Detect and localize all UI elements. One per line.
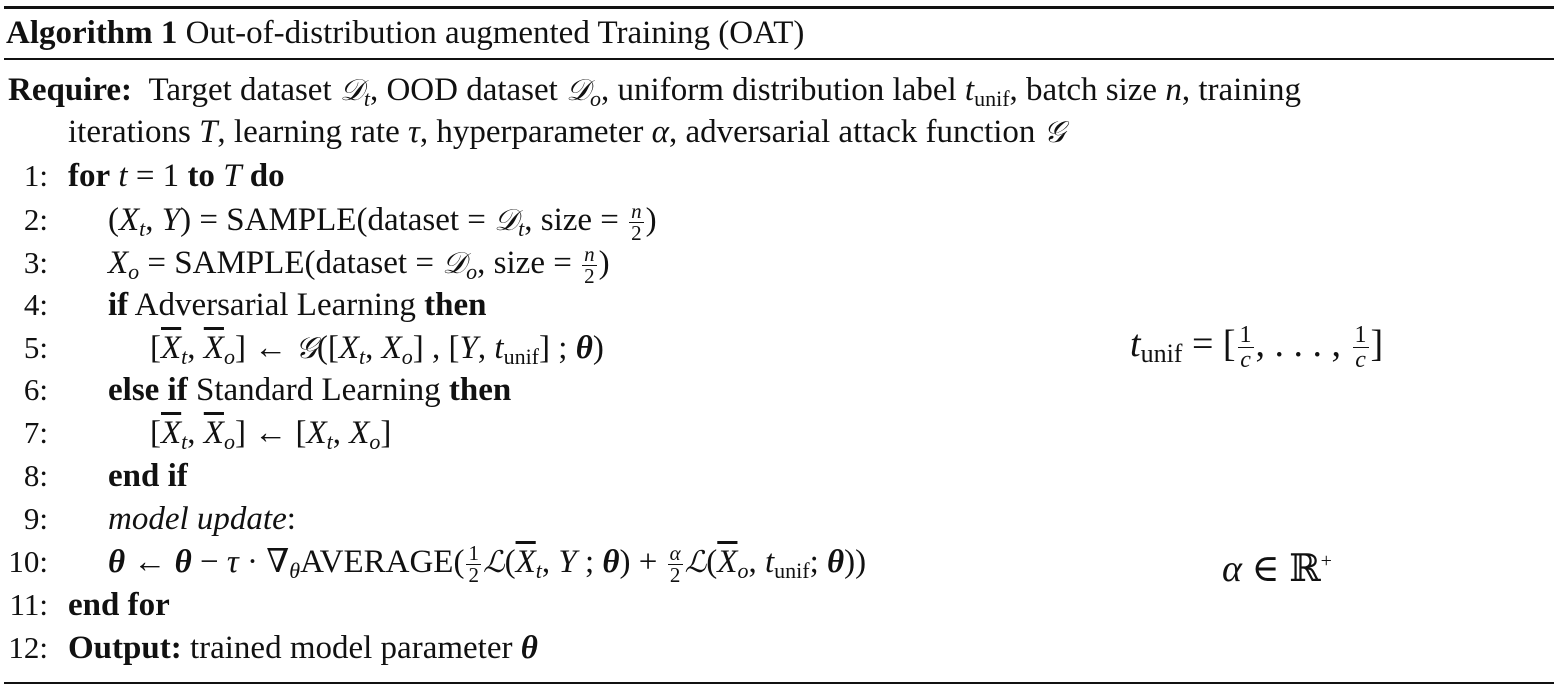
kw-do: do	[249, 158, 285, 194]
line-number: 11:	[9, 587, 48, 622]
kw-output: Output:	[68, 630, 182, 666]
output-text: trained model parameter	[189, 630, 513, 666]
line-number: 3:	[23, 245, 48, 280]
kw-else-if: else if	[108, 372, 188, 408]
kw-end-if: end if	[108, 458, 188, 494]
algorithm-label: Algorithm 1	[6, 15, 178, 51]
kw-then: then	[448, 372, 512, 408]
line-number: 7:	[23, 415, 48, 450]
bottom-rule	[4, 682, 1554, 684]
require-line-1: Require: Target dataset 𝒟t, OOD dataset …	[8, 72, 1301, 111]
kw-to: to	[187, 158, 215, 194]
kw-if: if	[108, 287, 129, 323]
line-number: 12:	[8, 630, 48, 665]
model-update-text: model update	[108, 501, 287, 537]
line-number: 5:	[23, 330, 48, 365]
line-number: 9:	[23, 501, 48, 536]
title-rule	[4, 58, 1554, 60]
adversarial-learning-text: Adversarial Learning	[134, 287, 416, 323]
kw-for: for	[68, 158, 111, 194]
alpha-definition: α ∈ ℝ+	[1222, 548, 1332, 590]
require-label: Require:	[8, 72, 133, 108]
algorithm-title: Algorithm 1 Out-of-distribution augmente…	[6, 14, 804, 52]
line-number: 10:	[8, 544, 48, 579]
line-number: 4:	[23, 287, 48, 322]
standard-learning-text: Standard Learning	[195, 372, 441, 408]
kw-then: then	[424, 287, 487, 323]
line-number: 6:	[23, 372, 48, 407]
kw-end-for: end for	[68, 587, 170, 623]
line-number: 2:	[23, 202, 48, 237]
algorithm-name: Out-of-distribution augmented Training (…	[185, 15, 805, 51]
top-rule	[4, 6, 1554, 9]
require-line-2: iterations T, learning rate τ, hyperpara…	[68, 114, 1066, 150]
line-number: 8:	[23, 458, 48, 493]
line-number: 1:	[23, 158, 48, 193]
